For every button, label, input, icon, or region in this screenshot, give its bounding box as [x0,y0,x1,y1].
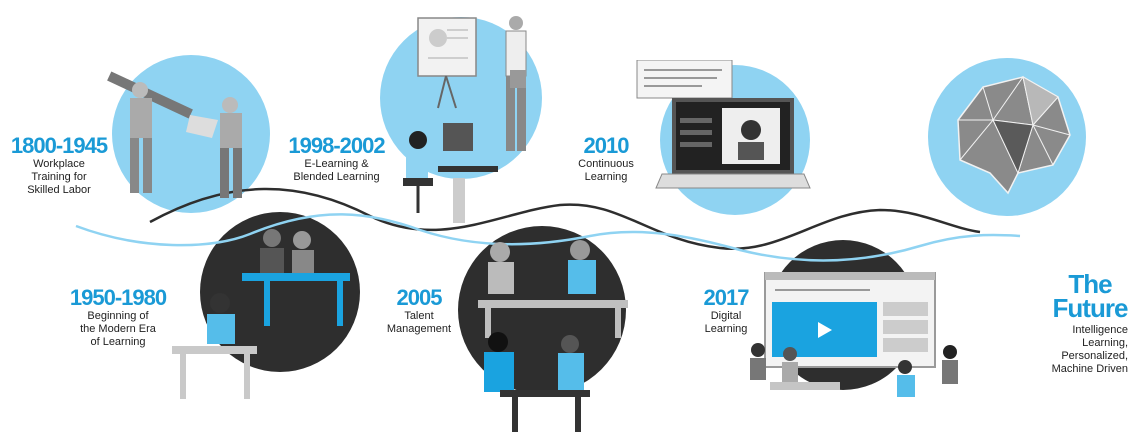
era-1950-1980: 1950-1980 Beginning of the Modern Era of… [62,286,174,349]
construction-workers-icon [107,71,242,198]
timeline-curve-dark [149,187,981,251]
presenter-and-desktop-user-icon [403,16,527,223]
era-1800-1945: 1800-1945 Workplace Training for Skilled… [5,134,113,197]
era-1998-2002: 1998-2002 E-Learning & Blended Learning [284,134,389,184]
era-description: Digital Learning [704,310,748,335]
era-description: Intelligence Learning, Personalized, Mac… [1051,324,1128,375]
era-year: The Future [1052,269,1129,323]
era-year: 1998-2002 [288,133,385,158]
office-meeting-icon [478,240,628,432]
era-2005: 2005 Talent Management [374,286,464,336]
era-description: Continuous Learning [578,158,634,183]
laptop-video-call-icon [636,60,811,189]
era-description: Workplace Training for Skilled Labor [27,158,91,196]
era-2010: 2010 Continuous Learning [566,134,646,184]
era-year: 2010 [583,133,630,158]
era-description: Talent Management [386,310,452,335]
era-year: 1800-1945 [10,133,108,158]
era-description: E-Learning & Blended Learning [293,158,380,183]
polygon-brain-icon [957,75,1071,195]
era-the-future: The Future Intelligence Learning, Person… [1022,269,1129,376]
era-description: Beginning of the Modern Era of Learning [80,310,156,348]
video-platform-browser-icon [750,272,958,397]
era-2017: 2017 Digital Learning [690,286,762,336]
classroom-desk-icon [172,229,350,399]
era-year: 2017 [703,285,750,310]
era-year: 1950-1980 [69,285,167,310]
timeline-curve-blue [75,213,1021,262]
era-year: 2005 [396,285,443,310]
